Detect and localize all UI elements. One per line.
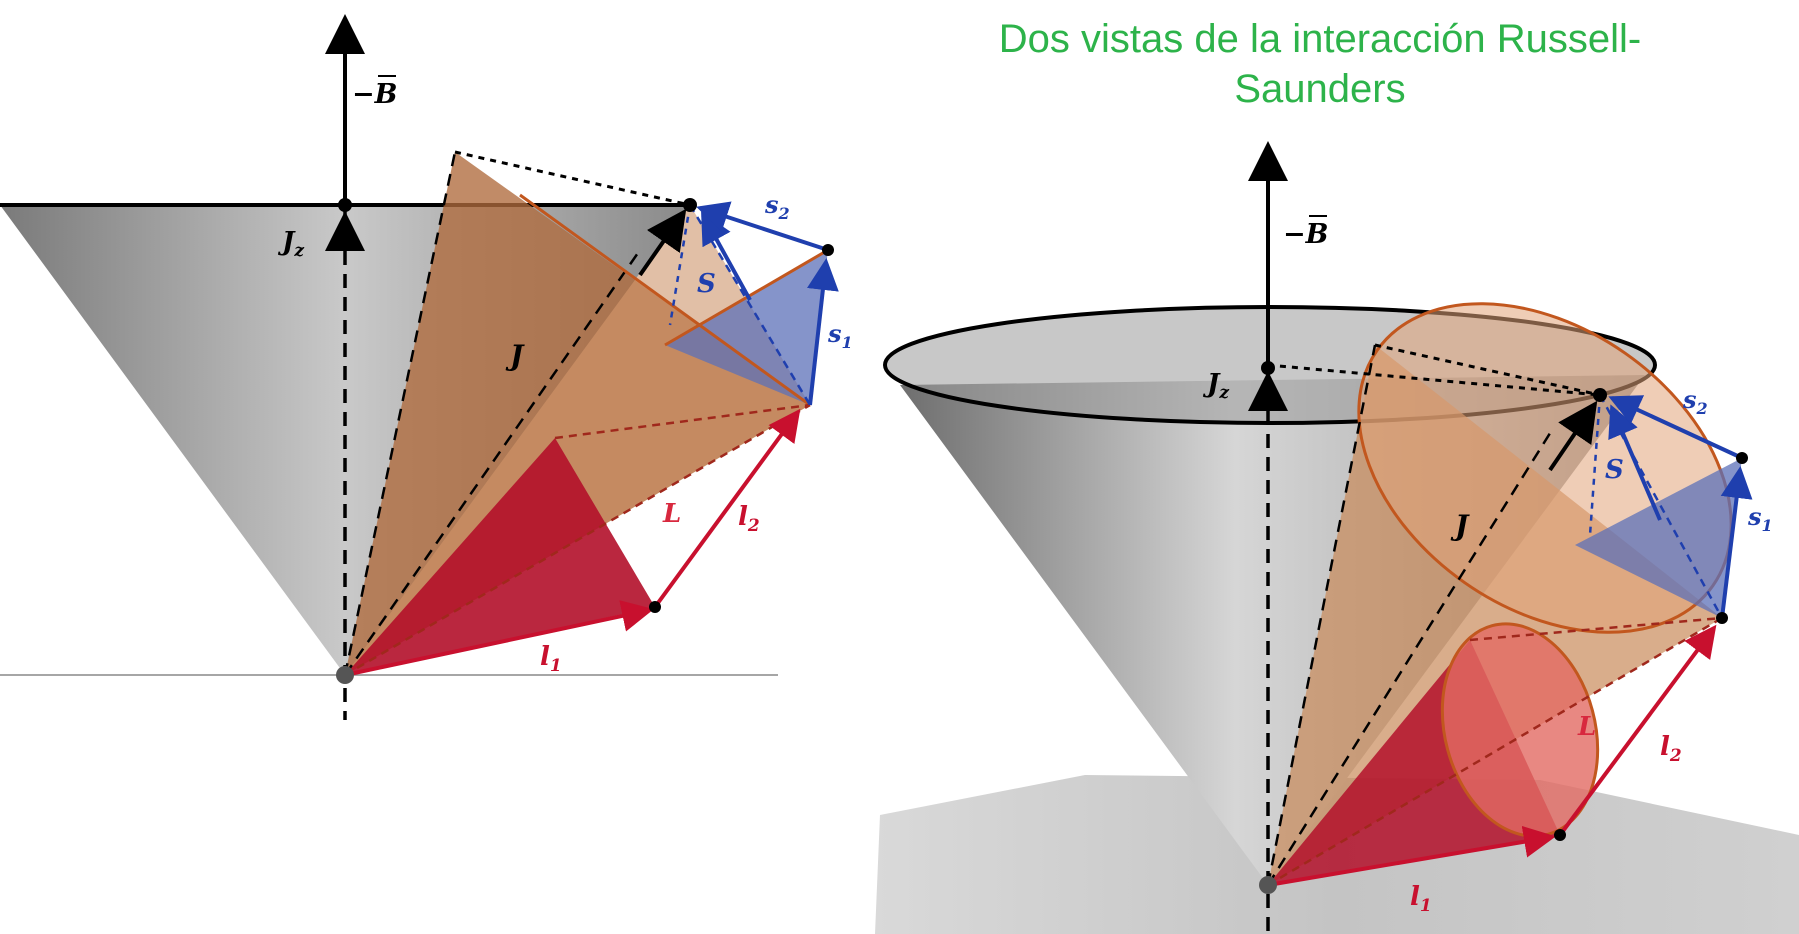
right-l-tip-point [1716,612,1728,624]
left-red-dashed-2 [344,403,811,677]
right-red-dashed [1469,616,1723,642]
right-dotted-top [1267,363,1601,397]
left-dashed-j-proj [343,249,642,676]
right-view: −B Jz s2 S s1 J L l2 l1 [875,141,1799,934]
right-label-jz: Jz [1202,369,1229,403]
left-l1-tip-point [649,601,661,613]
left-label-jz: Jz [277,227,304,261]
right-j-vector [1548,400,1598,472]
right-l2-vector [1558,624,1717,837]
right-dotted-top-2 [1374,343,1601,397]
left-label-s1: s1 [827,319,853,352]
right-dashed-j-proj [1266,429,1554,886]
right-j-tip-point [1593,388,1607,402]
right-s-vector [1608,404,1662,521]
left-s1-vector [806,258,839,406]
left-origin-point [336,666,354,684]
left-red-cone [345,438,655,675]
right-label-l1: l1 [1410,882,1432,916]
diagram-title: Dos vistas de la interacción Russell-Sau… [998,17,1642,111]
left-j-vector [638,208,687,277]
left-s2-start-point [822,244,834,256]
right-s2-vector [1608,395,1743,460]
left-copper-edge [519,193,811,407]
left-l2-vector [653,408,801,609]
right-label-s2: s2 [1682,385,1708,418]
right-blue-triangle [1575,458,1742,618]
right-label-j: J [1450,509,1470,542]
left-red-dashed [554,403,811,440]
right-l1-vector [1267,825,1556,887]
left-s2-vector [696,201,829,252]
right-s2-start-point [1736,452,1748,464]
right-label-l2: l2 [1660,732,1682,766]
right-s1-vector [1720,466,1753,619]
right-label-s: S [1605,455,1624,485]
right-jz-point [1261,361,1275,375]
right-dashed-cone-edge [1266,344,1377,886]
left-label-j: J [505,339,525,372]
left-label-l2: l2 [738,502,760,536]
right-origin-point [1259,876,1277,894]
left-l1-vector [344,600,654,677]
left-label-s: S [697,269,716,299]
left-label-minus-b: −B [352,79,397,110]
left-label-s2: s2 [764,190,790,223]
left-label-l1: l1 [540,642,562,676]
right-label-minus-b: −B [1283,219,1328,250]
left-blue-dashed [668,204,692,326]
left-blue-dashed-2 [688,204,812,406]
right-red-dashed-2 [1267,616,1723,887]
left-jz-point [338,198,352,212]
left-view: −B Jz s2 S s1 J L l2 l1 [0,14,853,720]
left-dashed-cone-edge [343,151,457,676]
left-dotted-top [454,150,691,207]
right-label-l: L [1577,712,1596,742]
right-label-s1: s1 [1747,502,1773,535]
right-l1-tip-point [1554,829,1566,841]
left-label-l: L [662,499,681,529]
left-j-tip-point [683,198,697,212]
